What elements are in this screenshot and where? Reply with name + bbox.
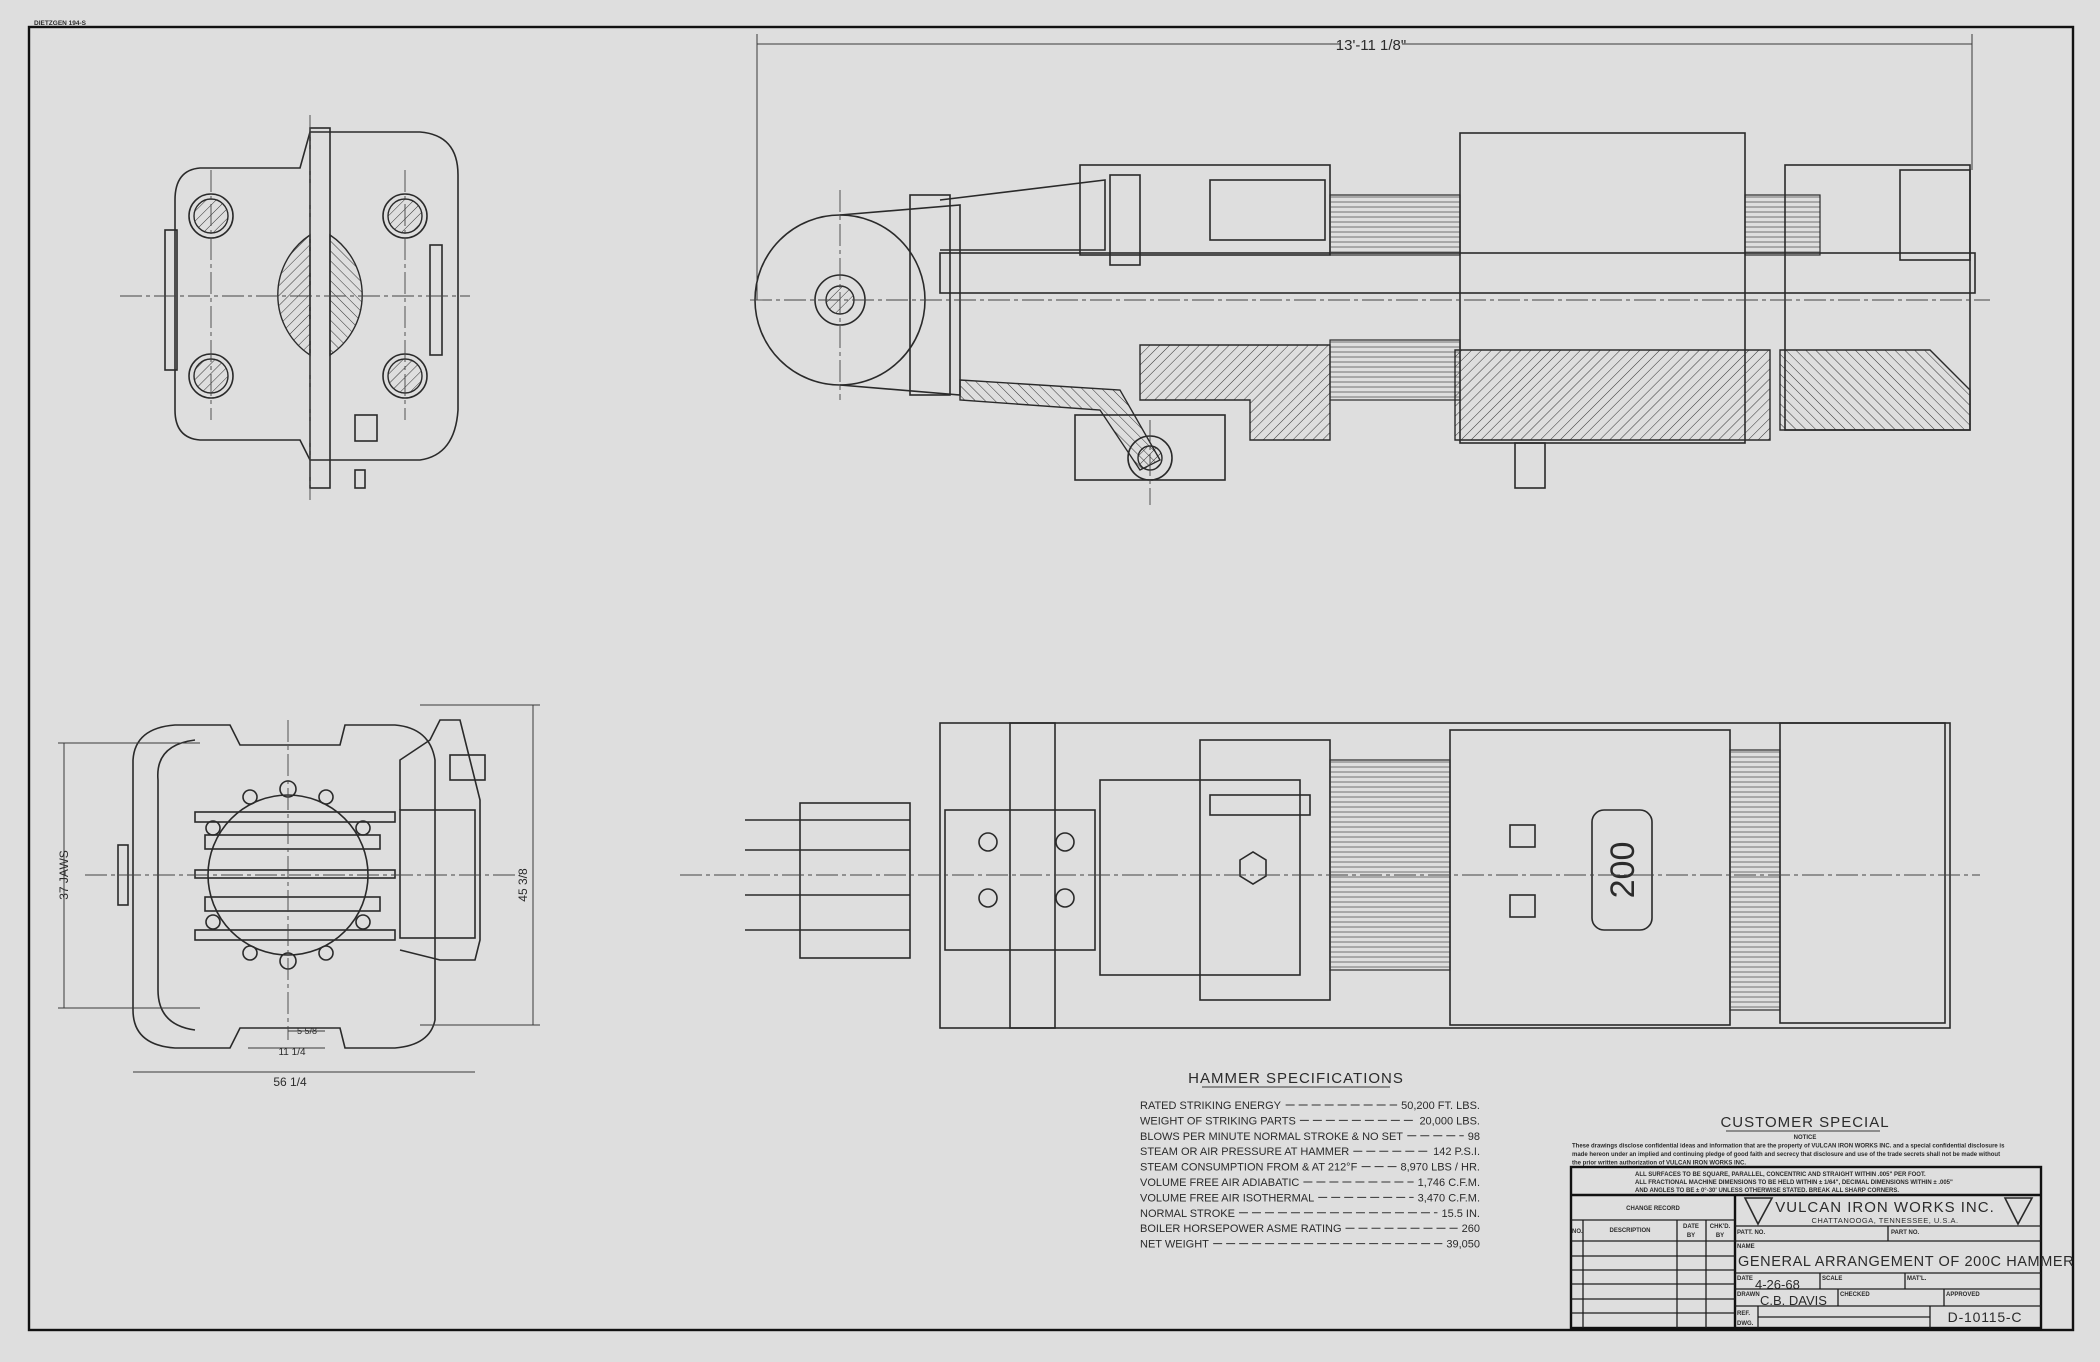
vulcan-logo-right [2003, 1197, 2034, 1226]
spec-row: VOLUME FREE AIR ISOTHERMAL 3,470 C.F.M. [1140, 1192, 1480, 1204]
jaws-dimension-label: 37 JAWS [57, 850, 71, 900]
tolerance-line-3: AND ANGLES TO BE ± 0°-30' UNLESS OTHERWI… [1635, 1188, 1899, 1194]
flange-bolts [205, 780, 371, 970]
spec-row: NET WEIGHT 39,050 [1140, 1239, 1480, 1251]
spec-row: BOILER HORSEPOWER ASME RATING 260 [1140, 1223, 1480, 1235]
spec-label: NORMAL STROKE [1140, 1208, 1235, 1220]
spec-label: VOLUME FREE AIR ADIABATIC [1140, 1177, 1299, 1189]
spec-value: 15.5 IN. [1441, 1208, 1480, 1220]
model-number-plate-label: 200 [1604, 842, 1642, 899]
spec-value: 260 [1462, 1223, 1480, 1235]
material-label: MAT'L. [1907, 1276, 1927, 1282]
col-no-header: NO. [1572, 1229, 1583, 1235]
spec-row: STEAM CONSUMPTION FROM & AT 212°F 8,970 L… [1140, 1162, 1480, 1174]
sheet-border [27, 25, 2075, 1332]
col-date-header: DATE [1683, 1224, 1699, 1230]
spec-label: WEIGHT OF STRIKING PARTS [1140, 1115, 1296, 1127]
spec-value: 20,000 LBS. [1419, 1115, 1480, 1127]
notice-line-2: made hereon under an implied and continu… [1572, 1152, 2000, 1158]
scale-label: SCALE [1822, 1276, 1842, 1282]
col-date-by-header: BY [1687, 1233, 1695, 1239]
spec-value: 39,050 [1446, 1239, 1480, 1251]
model-number-plate [1591, 809, 1653, 931]
drawing-name: GENERAL ARRANGEMENT OF 200C HAMMER [1738, 1254, 2074, 1270]
spec-value: 8,970 LBS / HR. [1401, 1162, 1481, 1174]
height-dimension-label: 45 3/8 [516, 868, 530, 902]
width-dimension-label: 56 1/4 [273, 1075, 307, 1089]
notice-heading: NOTICE [1794, 1135, 1817, 1141]
change-record-title: CHANGE RECORD [1626, 1206, 1680, 1212]
spec-label: BOILER HORSEPOWER ASME RATING [1140, 1223, 1342, 1235]
change-record-table: CHANGE RECORD NO. DESCRIPTION DATE BY CH… [1571, 1195, 1737, 1328]
spec-label: NET WEIGHT [1140, 1239, 1209, 1251]
spec-row: STEAM OR AIR PRESSURE AT HAMMER 142 P.S.I… [1140, 1146, 1480, 1158]
spec-row: NORMAL STROKE 15.5 IN. [1140, 1208, 1480, 1220]
hammer-specifications: HAMMER SPECIFICATIONS RATED STRIKING ENE… [1140, 1070, 1480, 1251]
spec-value: 3,470 C.F.M. [1418, 1192, 1480, 1204]
spec-label: BLOWS PER MINUTE NORMAL STROKE & NO SET [1140, 1131, 1403, 1143]
notice-line-3: the prior written authorization of VULCA… [1572, 1161, 1746, 1167]
checked-label: CHECKED [1840, 1292, 1870, 1298]
plan-view: 200 [680, 722, 1980, 1029]
drawn-label: DRAWN [1737, 1292, 1760, 1298]
slot-width-dimension-label: 11 1/4 [278, 1047, 305, 1058]
tolerance-line-2: ALL FRACTIONAL MACHINE DIMENSIONS TO BE … [1635, 1180, 1953, 1186]
overall-length-dimension: 13'-11 1/8" [756, 34, 1973, 300]
company-location: CHATTANOOGA, TENNESSEE, U.S.A. [1811, 1216, 1958, 1225]
name-label: NAME [1737, 1244, 1755, 1250]
spec-row: BLOWS PER MINUTE NORMAL STROKE & NO SET 9… [1140, 1131, 1480, 1143]
spec-row: WEIGHT OF STRIKING PARTS 20,000 LBS. [1140, 1115, 1480, 1127]
col-chkd-header: CHK'D. [1710, 1224, 1731, 1230]
col-chkd-by-header: BY [1716, 1233, 1724, 1239]
spec-label: RATED STRIKING ENERGY [1140, 1100, 1282, 1112]
tolerance-line-1: ALL SURFACES TO BE SQUARE, PARALLEL, CON… [1635, 1172, 1926, 1178]
spec-row: VOLUME FREE AIR ADIABATIC 1,746 C.F.M. [1140, 1177, 1480, 1189]
company-name: VULCAN IRON WORKS INC. [1775, 1199, 1995, 1216]
paper-stamp: DIETZGEN 194-S [34, 20, 87, 27]
col-description-header: DESCRIPTION [1609, 1228, 1650, 1234]
part-no-label: PART NO. [1891, 1230, 1920, 1236]
spec-value: 98 [1468, 1131, 1480, 1143]
front-view: 37 JAWS 45 3/8 56 1/4 11 1/4 5 5/8 [57, 704, 540, 1089]
spec-label: STEAM OR AIR PRESSURE AT HAMMER [1140, 1146, 1349, 1158]
slot-offset-dimension-label: 5 5/8 [297, 1026, 317, 1036]
drawing-date: 4-26-68 [1755, 1277, 1800, 1292]
end-view-section [120, 115, 470, 500]
notice-line-1: These drawings disclose confidential ide… [1572, 1144, 2005, 1150]
ref-dwg-label-2: DWG. [1737, 1321, 1754, 1327]
side-section-view [750, 132, 1990, 505]
overall-length-label: 13'-11 1/8" [1336, 37, 1406, 54]
spec-label: VOLUME FREE AIR ISOTHERMAL [1140, 1192, 1314, 1204]
spec-value: 142 P.S.I. [1433, 1146, 1480, 1158]
spec-row: RATED STRIKING ENERGY 50,200 FT. LBS. [1140, 1100, 1480, 1112]
ref-dwg-label-1: REF. [1737, 1311, 1750, 1317]
drawing-number: D-10115-C [1948, 1309, 2023, 1325]
title-block: CUSTOMER SPECIAL NOTICE These drawings d… [1569, 1114, 2074, 1330]
date-label: DATE [1737, 1276, 1753, 1282]
patt-no-label: PATT. NO. [1737, 1230, 1765, 1236]
customer-special-label: CUSTOMER SPECIAL [1720, 1114, 1889, 1131]
spec-label: STEAM CONSUMPTION FROM & AT 212°F [1140, 1162, 1358, 1174]
drawn-by: C.B. DAVIS [1760, 1293, 1827, 1308]
specifications-title: HAMMER SPECIFICATIONS [1188, 1070, 1404, 1087]
vulcan-logo-left [1743, 1197, 1774, 1226]
spec-value: 50,200 FT. LBS. [1401, 1100, 1480, 1112]
spec-value: 1,746 C.F.M. [1418, 1177, 1480, 1189]
approved-label: APPROVED [1946, 1292, 1980, 1298]
